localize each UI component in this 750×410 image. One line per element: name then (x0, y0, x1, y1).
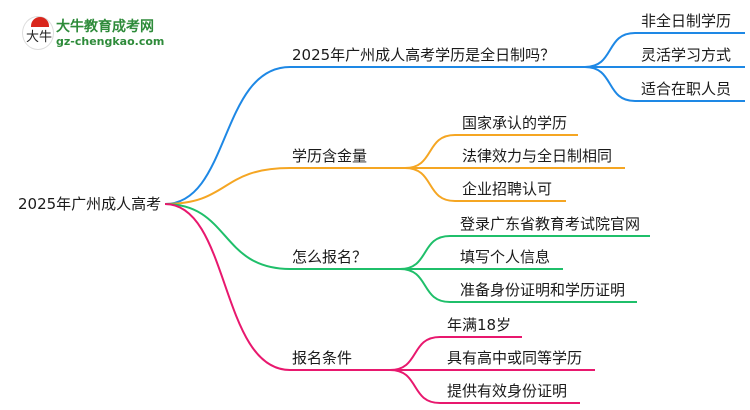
leaf-node: 灵活学习方式 (641, 46, 732, 64)
branch-node-value: 学历含金量 (292, 147, 368, 165)
leaf-node: 填写个人信息 (460, 248, 551, 266)
logo-url: gz-chengkao.com (56, 35, 165, 48)
leaf-node: 非全日制学历 (641, 12, 732, 30)
leaf-node: 适合在职人员 (641, 80, 732, 98)
branch-node-fulltime: 2025年广州成人高考学历是全日制吗？ (292, 46, 556, 64)
leaf-node: 登录广东省教育考试院官网 (460, 215, 641, 233)
root-node: 2025年广州成人高考 (18, 195, 162, 213)
logo-mark-icon: 大牛 (22, 16, 54, 50)
leaf-node: 具有高中或同等学历 (447, 349, 583, 367)
branch-connector-2 (164, 167, 405, 205)
logo-title: 大牛教育成考网 (56, 19, 154, 35)
leaf-node: 国家承认的学历 (462, 114, 568, 132)
leaf-node: 提供有效身份证明 (447, 382, 568, 400)
branch-connector-1 (164, 66, 585, 205)
branch-connector-3 (164, 203, 400, 270)
branch-node-requirements: 报名条件 (292, 349, 353, 367)
branch-node-register: 怎么报名？ (292, 248, 368, 266)
leaf-node: 准备身份证明和学历证明 (460, 281, 626, 299)
leaf-node: 法律效力与全日制相同 (462, 147, 613, 165)
branch-connector-4 (164, 203, 390, 371)
leaf-node: 企业招聘认可 (462, 180, 553, 198)
leaf-node: 年满18岁 (447, 316, 512, 334)
site-logo: 大牛 大牛教育成考网 gz-chengkao.com (18, 14, 168, 52)
